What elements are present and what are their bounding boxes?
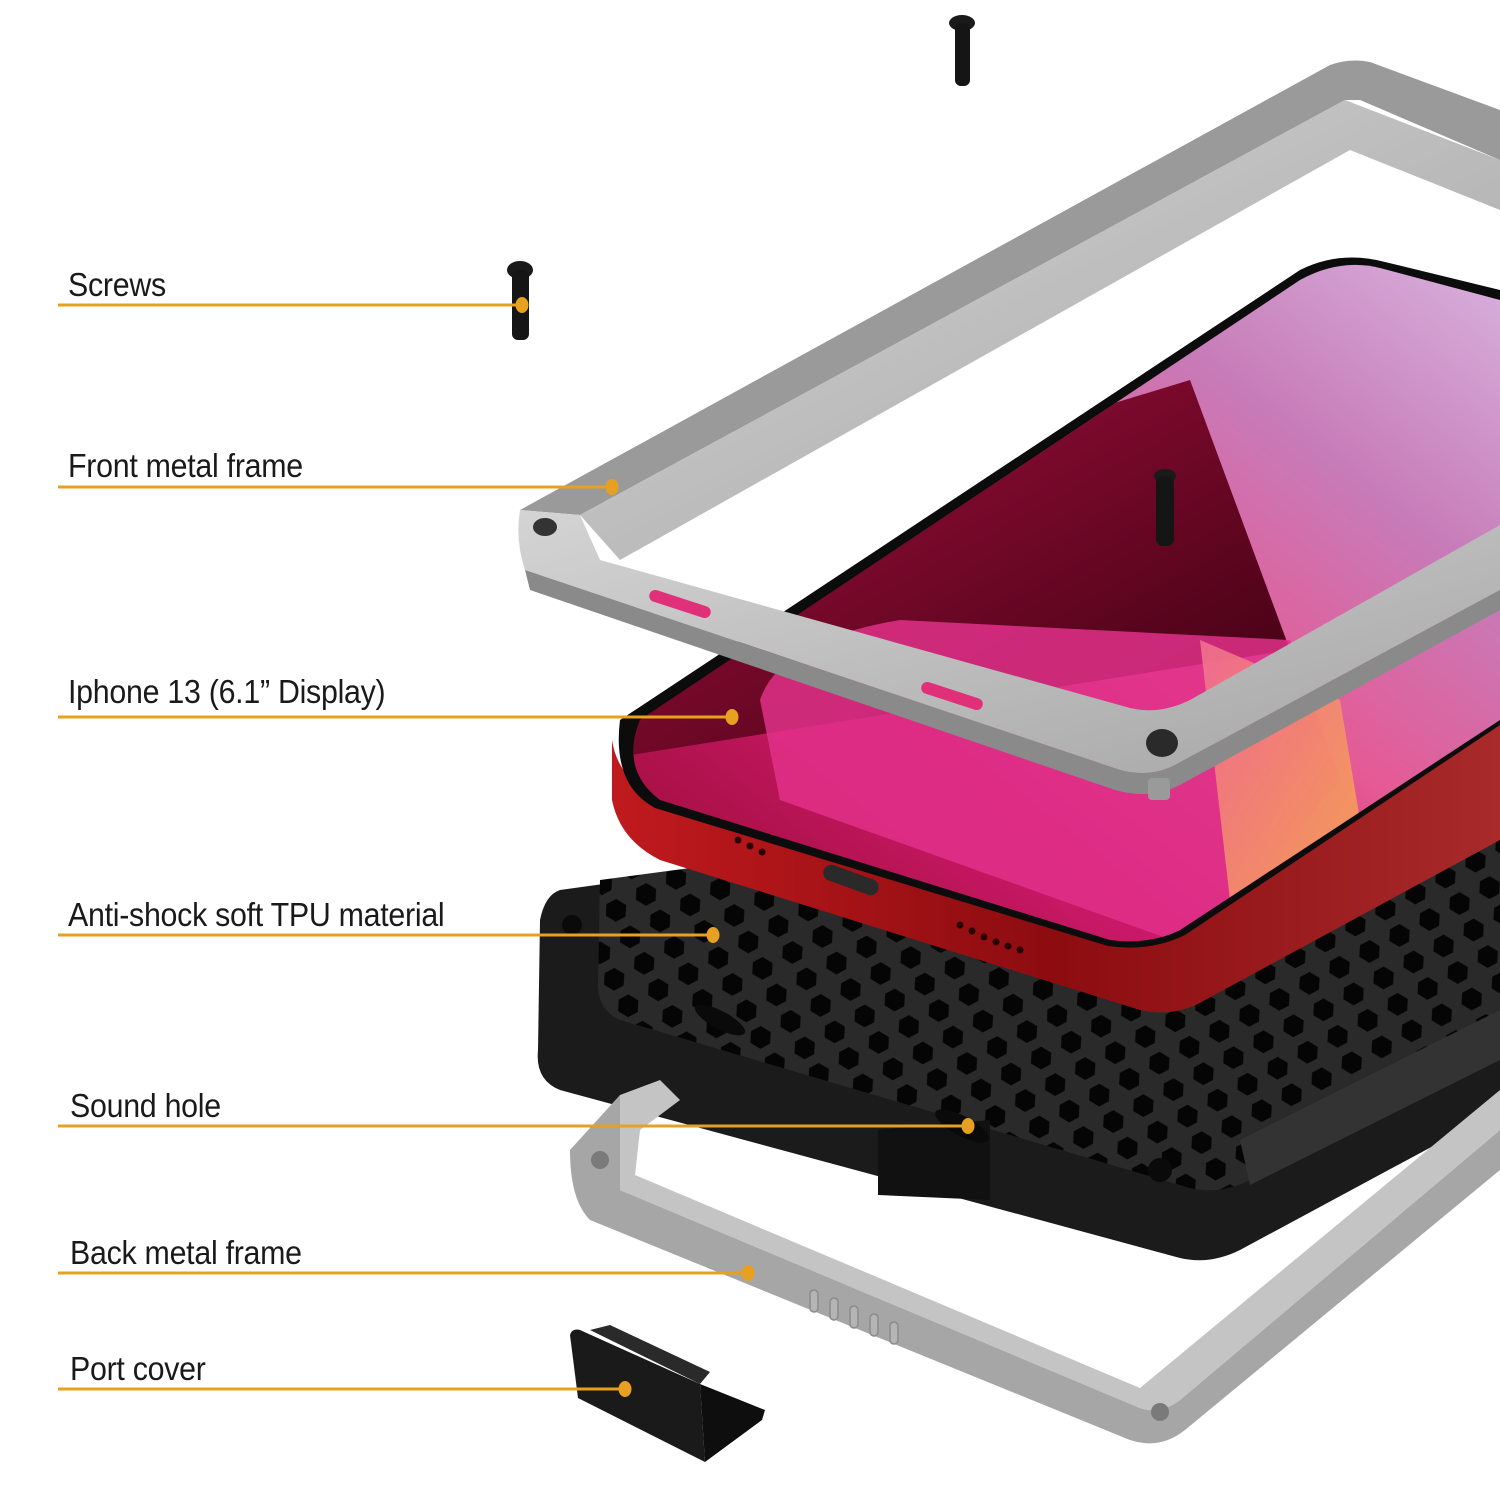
callout-dot-sound-hole [961, 1118, 975, 1134]
port-cover [570, 1325, 765, 1462]
label-sound-hole: Sound hole [70, 1087, 221, 1124]
callout-dot-phone [725, 709, 739, 725]
callout-dot-screws [515, 297, 529, 313]
callout-lines [58, 297, 975, 1397]
screw-top [949, 15, 975, 86]
callout-dot-port-cover [618, 1381, 632, 1397]
label-tpu: Anti-shock soft TPU material [68, 896, 445, 933]
label-back-frame: Back metal frame [70, 1234, 302, 1271]
label-port-cover: Port cover [70, 1350, 206, 1387]
callout-dot-back-frame [741, 1265, 755, 1281]
label-screws: Screws [68, 266, 166, 303]
screw-icon [1154, 469, 1176, 546]
label-phone: Iphone 13 (6.1” Display) [68, 673, 386, 710]
callout-dot-front-frame [605, 479, 619, 495]
label-front-frame: Front metal frame [68, 447, 303, 484]
front-metal-frame [518, 60, 1500, 800]
back-metal-frame [570, 1080, 1500, 1444]
callout-dot-tpu [706, 927, 720, 943]
